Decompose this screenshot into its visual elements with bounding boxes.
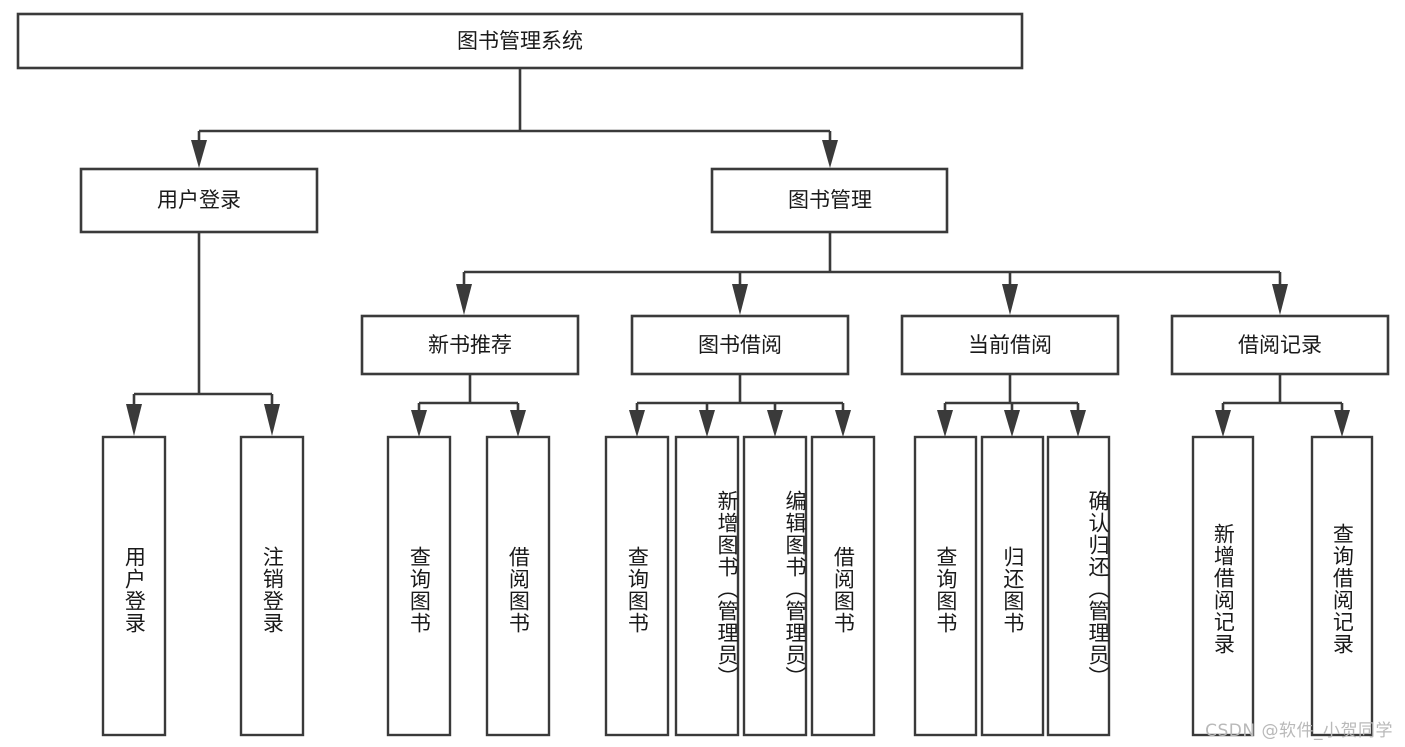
node-book-management-box[interactable] [710, 167, 949, 234]
connector-newbook-to-leaves [411, 374, 526, 437]
arrow-head-icon [264, 404, 280, 436]
leaf-label: 查询图书 [625, 546, 650, 634]
arrow-head-icon [937, 410, 953, 437]
leaf-label: 注销登录 [260, 546, 285, 634]
node-book-management[interactable]: 图书管理 [710, 167, 949, 234]
node-book-borrow[interactable]: 图书借阅 [630, 314, 850, 376]
node-current-borrow[interactable]: 当前借阅 [900, 314, 1120, 376]
node-new-book-recommend[interactable]: 新书推荐 [360, 314, 580, 376]
arrow-head-icon [510, 410, 526, 437]
leaf-box[interactable] [980, 435, 1045, 737]
arrow-head-icon [835, 410, 851, 437]
node-book-borrow-box[interactable] [630, 314, 850, 376]
leaf-box[interactable] [101, 435, 167, 737]
leaf-label: 新增借阅记录 [1211, 523, 1236, 655]
leaf-label: 新增图书（管理员） [715, 490, 739, 688]
leaf-box[interactable] [239, 435, 305, 737]
leaf-user-login-login[interactable]: 用户登录 [101, 435, 167, 737]
leaf-box[interactable] [485, 435, 551, 737]
node-book-management-label: 图书管理 [788, 188, 872, 212]
node-new-book-recommend-label: 新书推荐 [428, 333, 512, 357]
leaf-borrow-record-query[interactable]: 查询借阅记录 [1310, 435, 1374, 737]
connector-borrowrecord-to-leaves [1215, 374, 1350, 437]
node-book-borrow-label: 图书借阅 [698, 333, 782, 357]
leaf-label: 确认归还（管理员） [1086, 490, 1110, 688]
arrow-head-icon [411, 410, 427, 437]
connector-bookmgmt-to-level3 [456, 232, 1288, 315]
leaf-borrow-record-add[interactable]: 新增借阅记录 [1191, 435, 1255, 737]
node-root[interactable]: 图书管理系统 [16, 12, 1024, 70]
leaf-label: 归还图书 [1000, 546, 1025, 634]
arrow-head-icon [1272, 284, 1288, 315]
leaf-label: 借阅图书 [831, 546, 856, 634]
leaf-label: 用户登录 [122, 546, 147, 634]
leaf-label: 查询图书 [407, 546, 432, 634]
arrow-head-icon [126, 404, 142, 436]
arrow-head-icon [1070, 410, 1086, 437]
arrow-head-icon [456, 284, 472, 315]
leaf-box[interactable] [742, 435, 808, 737]
node-root-label: 图书管理系统 [457, 29, 583, 53]
leaf-new-book-borrow[interactable]: 借阅图书 [485, 435, 551, 737]
arrow-head-icon [1004, 410, 1020, 437]
arrow-head-icon [629, 410, 645, 437]
leaf-box[interactable] [386, 435, 452, 737]
leaf-new-book-query[interactable]: 查询图书 [386, 435, 452, 737]
node-borrow-record-box[interactable] [1170, 314, 1390, 376]
node-root-box[interactable] [16, 12, 1024, 70]
node-new-book-recommend-box[interactable] [360, 314, 580, 376]
arrow-head-icon [1334, 410, 1350, 437]
leaf-current-borrow-confirm[interactable]: 确认归还（管理员） [1046, 435, 1111, 737]
leaf-current-borrow-return[interactable]: 归还图书 [980, 435, 1045, 737]
leaf-book-borrow-edit[interactable]: 编辑图书（管理员） [742, 435, 808, 737]
node-user-login-label: 用户登录 [157, 188, 241, 212]
connector-currentborrow-to-leaves [937, 374, 1086, 437]
node-current-borrow-box[interactable] [900, 314, 1120, 376]
leaf-box[interactable] [913, 435, 978, 737]
leaf-book-borrow-query[interactable]: 查询图书 [604, 435, 670, 737]
node-current-borrow-label: 当前借阅 [968, 333, 1052, 357]
leaf-current-borrow-query[interactable]: 查询图书 [913, 435, 978, 737]
leaf-label: 查询图书 [933, 546, 958, 634]
leaf-box[interactable] [604, 435, 670, 737]
leaf-user-login-logout[interactable]: 注销登录 [239, 435, 305, 737]
leaf-label: 借阅图书 [506, 546, 531, 634]
connector-userlogin-to-leaves [126, 232, 280, 436]
leaf-label: 编辑图书（管理员） [783, 490, 807, 688]
node-borrow-record[interactable]: 借阅记录 [1170, 314, 1390, 376]
connector-bookborrow-to-leaves [629, 374, 851, 437]
arrow-head-icon [767, 410, 783, 437]
arrow-head-icon [191, 140, 207, 168]
leaf-book-borrow-add[interactable]: 新增图书（管理员） [674, 435, 740, 737]
arrow-head-icon [732, 284, 748, 315]
leaf-label: 查询借阅记录 [1330, 523, 1355, 655]
node-borrow-record-label: 借阅记录 [1238, 333, 1322, 357]
leaf-box[interactable] [810, 435, 876, 737]
arrow-head-icon [1002, 284, 1018, 315]
leaf-box[interactable] [1310, 435, 1374, 737]
node-user-login[interactable]: 用户登录 [79, 167, 319, 234]
connector-root-to-level2 [191, 68, 838, 168]
arrow-head-icon [822, 140, 838, 168]
leaf-box[interactable] [674, 435, 740, 737]
node-user-login-box[interactable] [79, 167, 319, 234]
leaf-box[interactable] [1046, 435, 1111, 737]
arrow-head-icon [1215, 410, 1231, 437]
leaf-book-borrow-borrow[interactable]: 借阅图书 [810, 435, 876, 737]
arrow-head-icon [699, 410, 715, 437]
leaf-box[interactable] [1191, 435, 1255, 737]
